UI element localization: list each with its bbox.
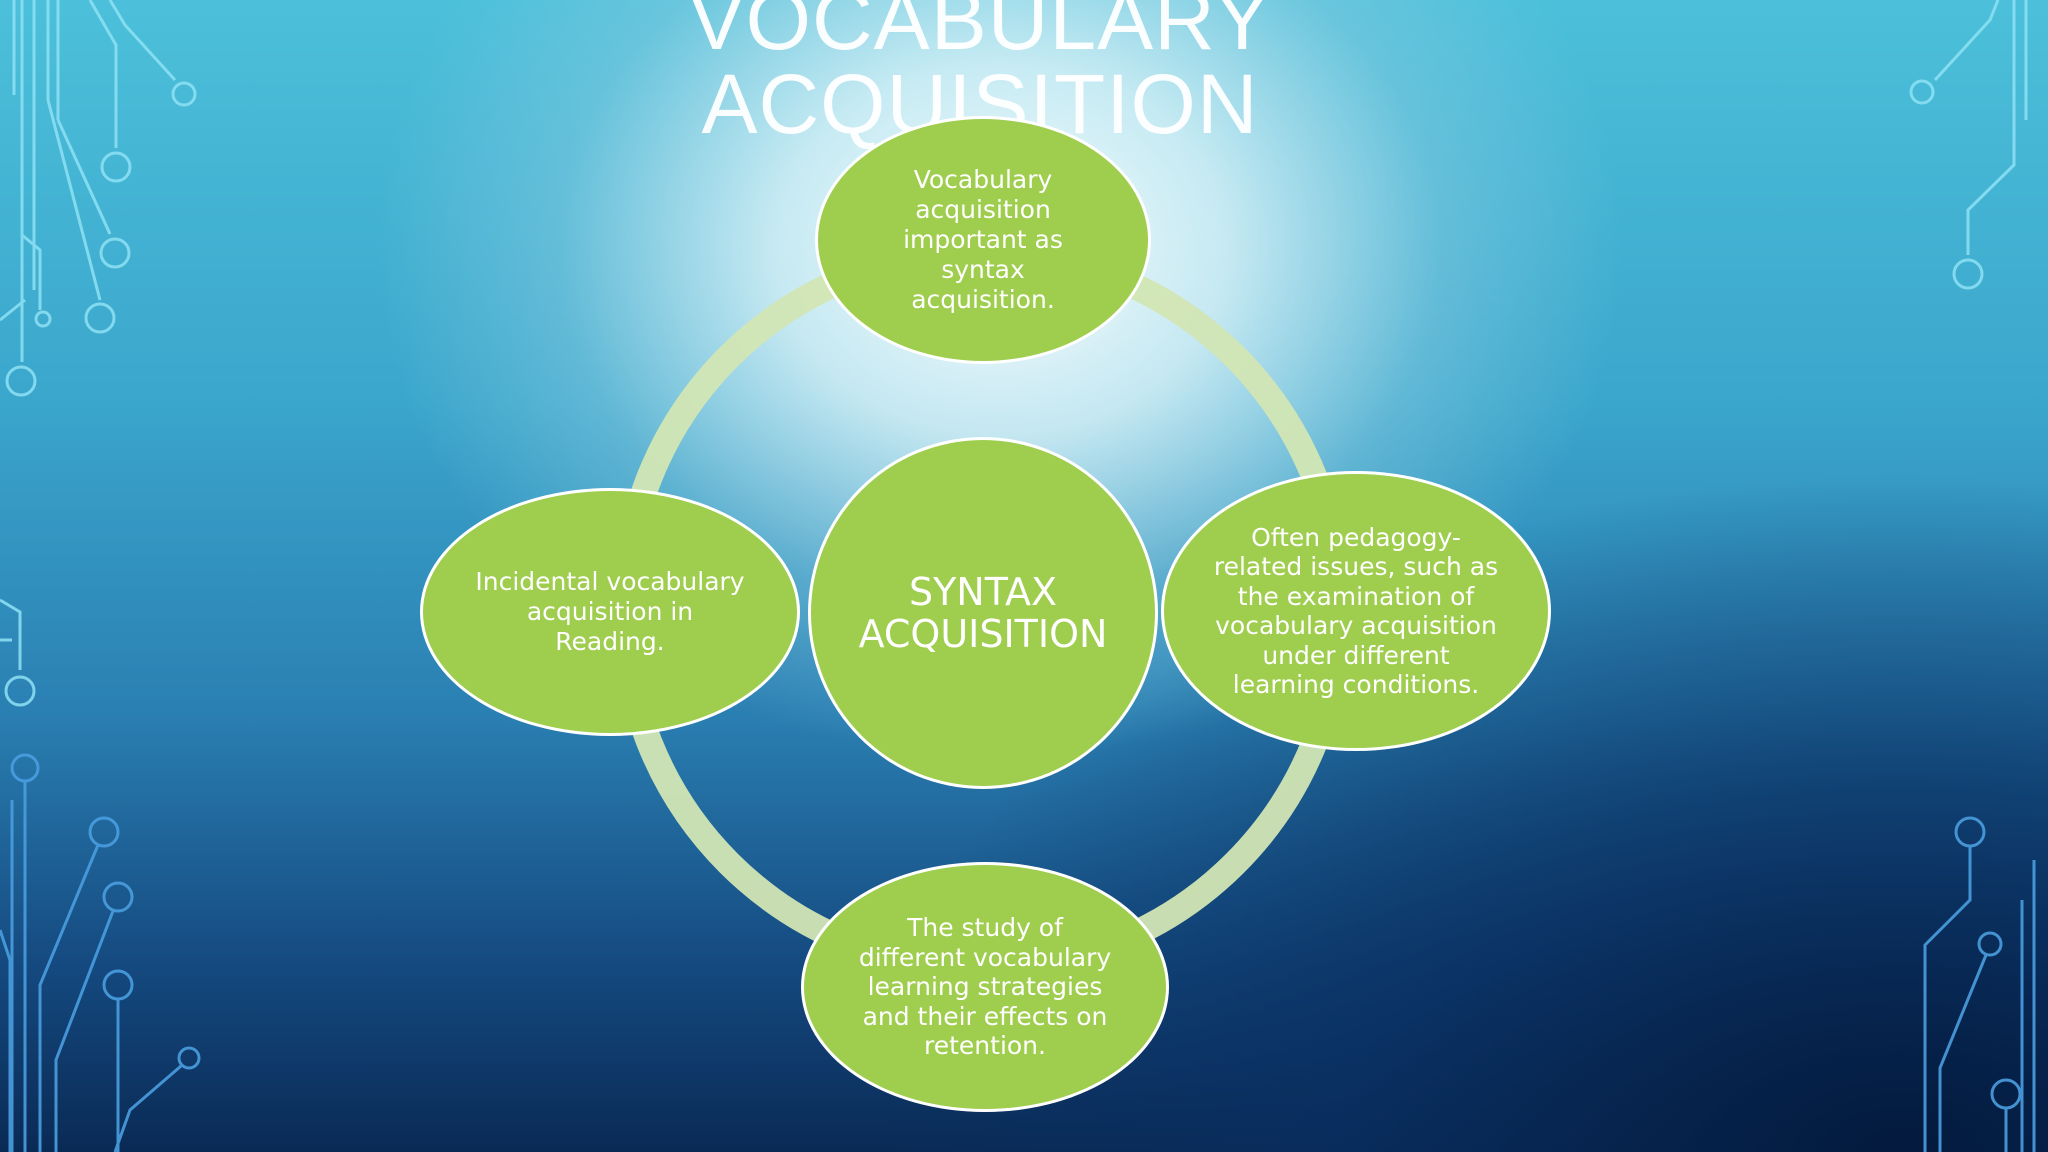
node-left-text: Incidental vocabulary acquisition in Rea… [475,567,745,656]
node-center: SYNTAX ACQUISITION [808,437,1158,789]
node-bottom-text: The study of different vocabulary learni… [858,913,1112,1061]
node-center-text: SYNTAX ACQUISITION [858,570,1108,656]
node-right: Often pedagogy-related issues, such as t… [1161,471,1551,751]
node-right-text: Often pedagogy-related issues, such as t… [1213,522,1499,700]
node-top: Vocabulary acquisition important as synt… [815,116,1151,364]
node-bottom: The study of different vocabulary learni… [801,862,1169,1112]
node-top-text: Vocabulary acquisition important as synt… [903,165,1063,314]
node-left: Incidental vocabulary acquisition in Rea… [420,488,800,736]
